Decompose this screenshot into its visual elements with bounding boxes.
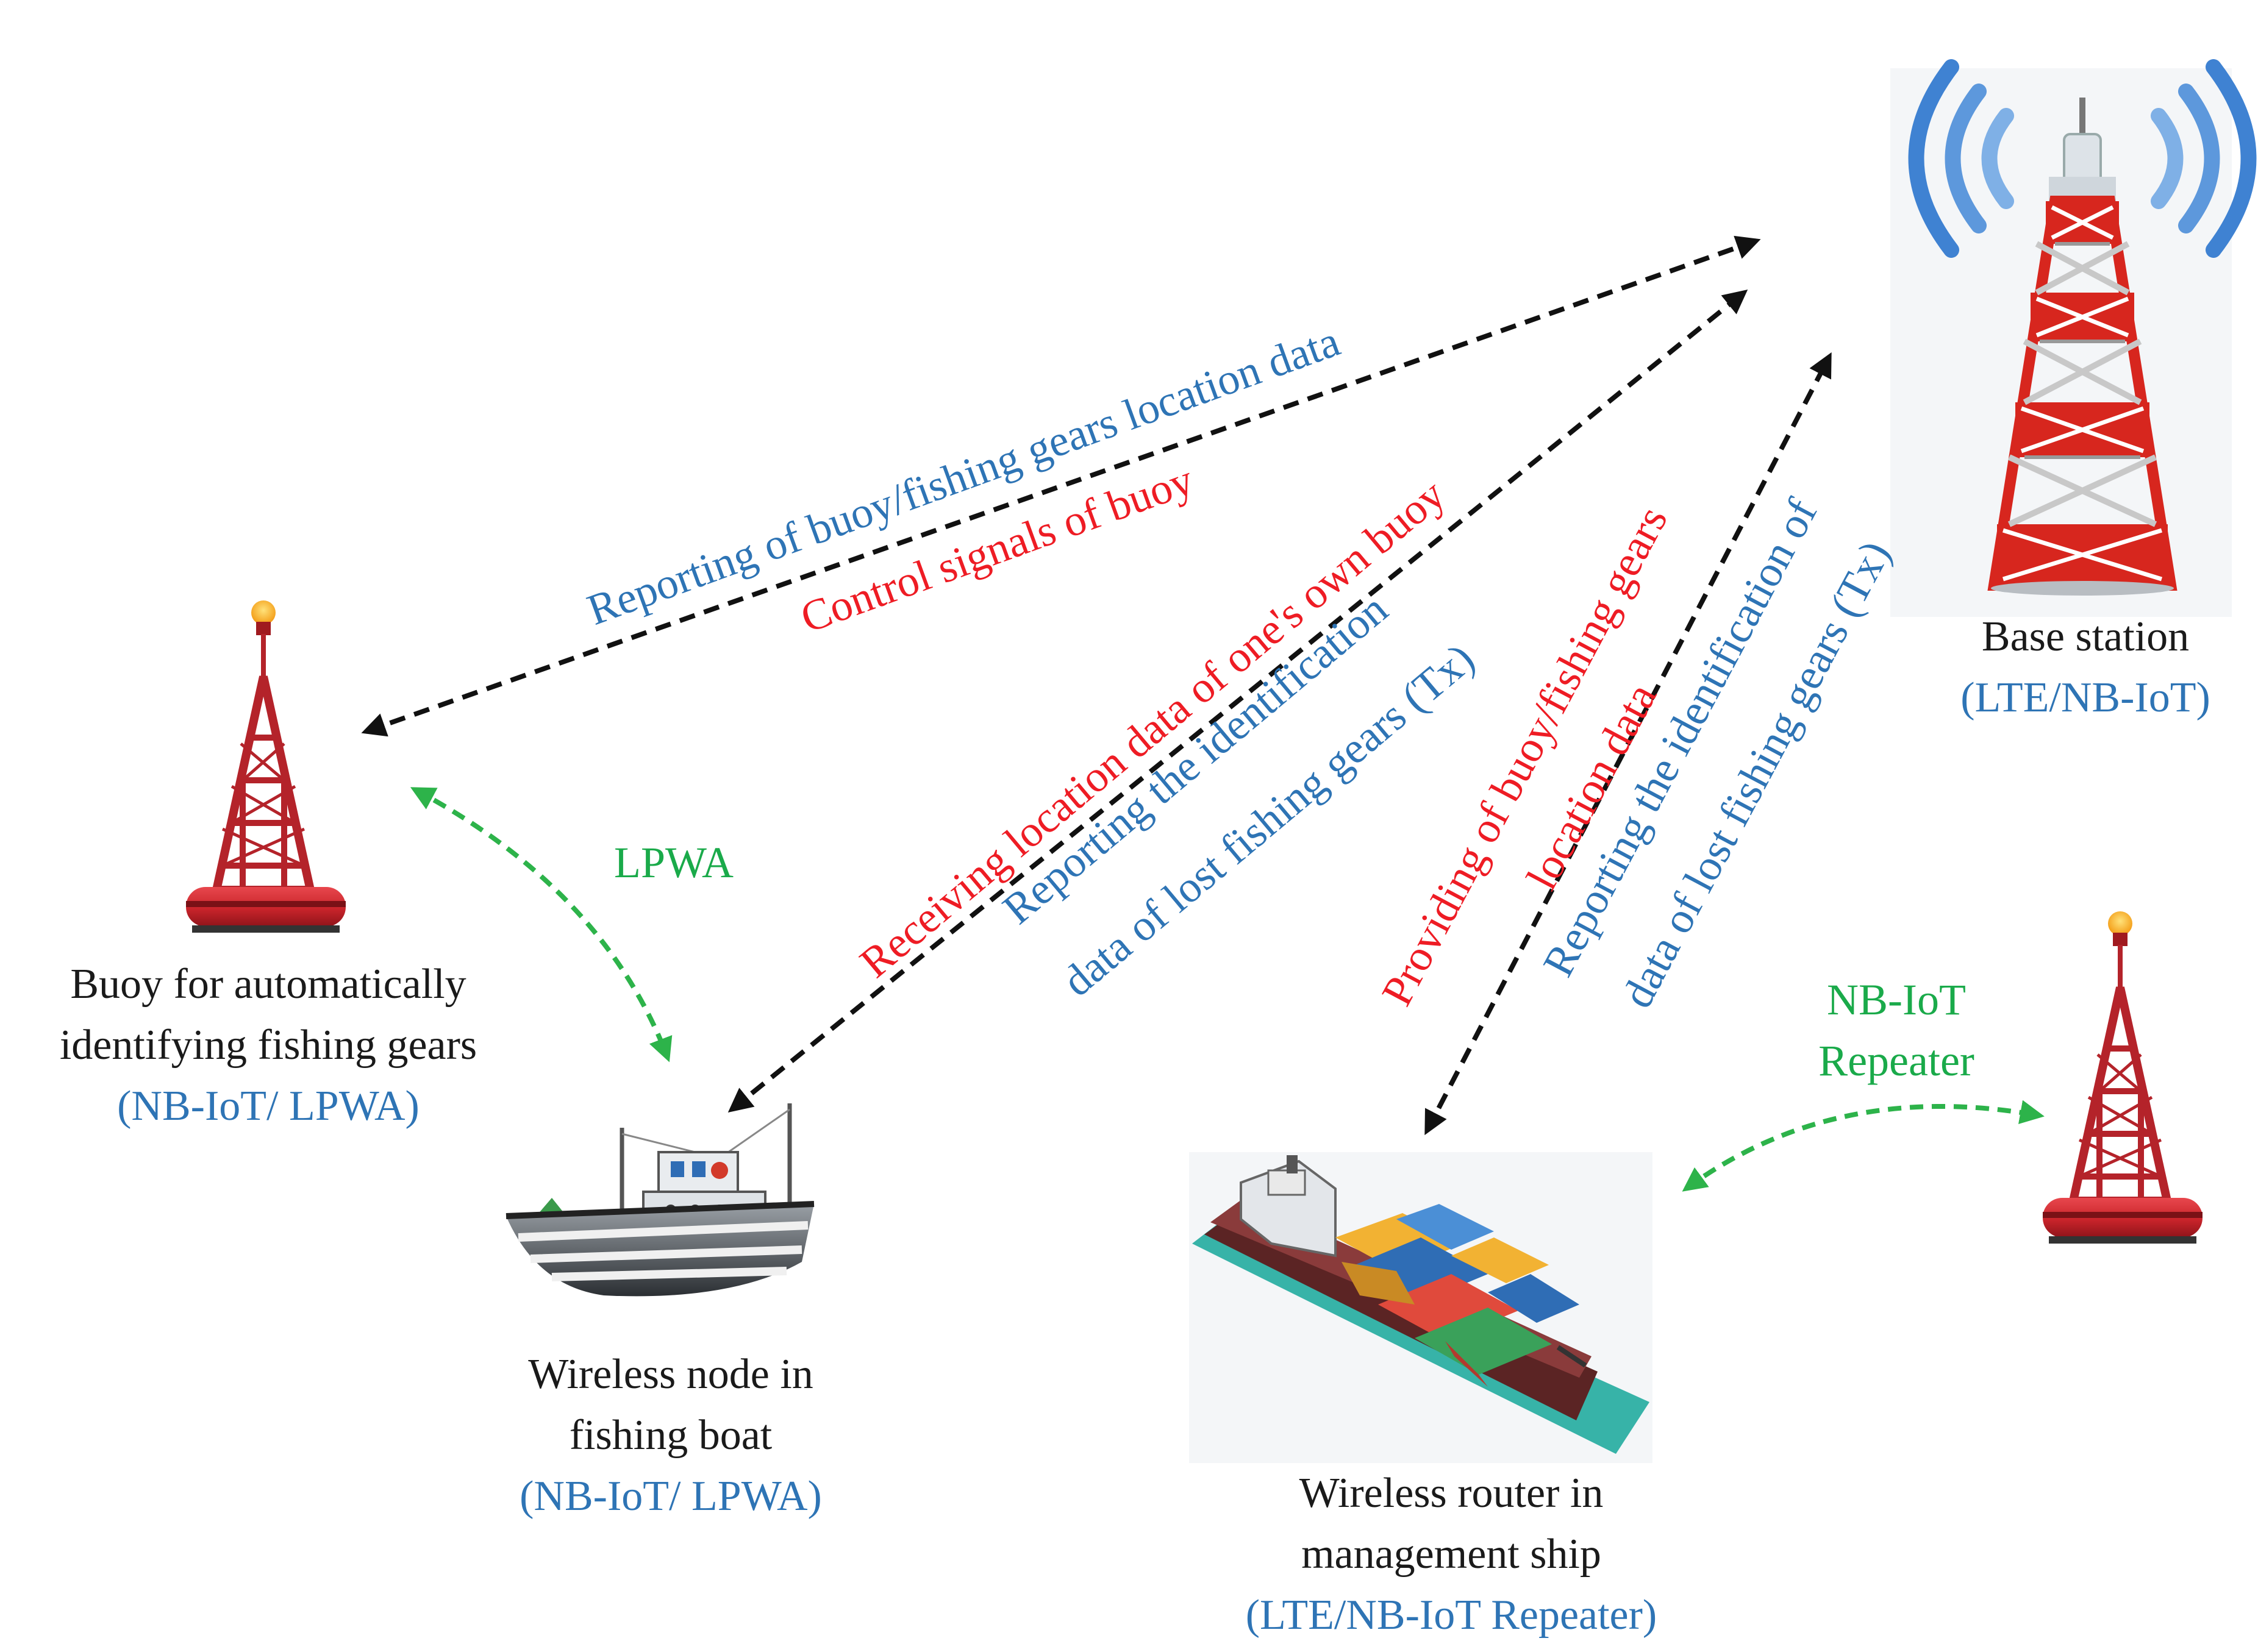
buoy-icon bbox=[2043, 911, 2203, 1244]
boat-name-line2: fishing boat bbox=[569, 1412, 773, 1459]
container-ship-icon bbox=[1189, 1152, 1652, 1463]
repeater-label-line1: NB-IoT bbox=[1827, 975, 1966, 1024]
ship-name-line2: management ship bbox=[1301, 1531, 1601, 1578]
repeater-label-line2: Repeater bbox=[1818, 1036, 1974, 1085]
buoy-label: Buoy for automatically identifying fishi… bbox=[60, 954, 477, 1137]
boat-label: Wireless node in fishing boat (NB-IoT/ L… bbox=[520, 1344, 822, 1527]
lpwa-label: LPWA bbox=[614, 838, 734, 887]
repeater-label: NB-IoT Repeater bbox=[1818, 969, 1974, 1091]
fishing-boat-icon bbox=[506, 1103, 815, 1297]
ship-name-line1: Wireless router in bbox=[1299, 1470, 1604, 1517]
boat-tech: (NB-IoT/ LPWA) bbox=[520, 1473, 822, 1520]
base-station-label: Base station (LTE/NB-IoT) bbox=[1960, 607, 2210, 728]
buoy-icon bbox=[186, 600, 346, 933]
buoy-name-line2: identifying fishing gears bbox=[59, 1022, 477, 1069]
base-station-name: Base station bbox=[1981, 613, 2190, 660]
ship-tech: (LTE/NB-IoT Repeater) bbox=[1245, 1592, 1657, 1639]
link-ship-base-arrow bbox=[1424, 352, 1832, 1136]
buoy-tech: (NB-IoT/ LPWA) bbox=[117, 1083, 420, 1130]
base-station-tech: (LTE/NB-IoT) bbox=[1960, 674, 2210, 721]
boat-name-line1: Wireless node in bbox=[528, 1351, 813, 1398]
cell-tower-icon bbox=[1890, 59, 2257, 617]
link-buoy-base-arrow bbox=[361, 235, 1761, 737]
link-ship-repeater-arrow bbox=[1682, 1100, 2045, 1192]
ship-label: Wireless router in management ship (LTE/… bbox=[1246, 1463, 1657, 1646]
buoy-name-line1: Buoy for automatically bbox=[70, 961, 466, 1008]
